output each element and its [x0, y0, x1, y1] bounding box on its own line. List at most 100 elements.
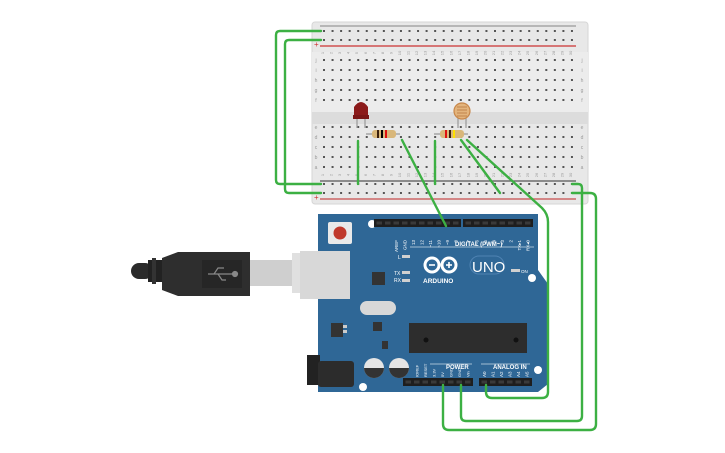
- grid-hole[interactable]: [476, 59, 479, 61]
- grid-hole[interactable]: [494, 146, 496, 148]
- grid-hole[interactable]: [562, 69, 565, 71]
- grid-hole[interactable]: [562, 136, 565, 138]
- rail-hole[interactable]: [459, 30, 462, 32]
- grid-hole[interactable]: [494, 59, 496, 61]
- grid-hole[interactable]: [468, 79, 471, 81]
- grid-hole[interactable]: [357, 69, 360, 71]
- grid-hole[interactable]: [382, 126, 385, 128]
- rail-hole[interactable]: [417, 39, 420, 41]
- rail-hole[interactable]: [502, 39, 505, 41]
- header-pin[interactable]: [498, 380, 505, 384]
- grid-hole[interactable]: [417, 136, 420, 138]
- grid-hole[interactable]: [468, 146, 471, 148]
- rail-hole[interactable]: [502, 183, 505, 185]
- rail-hole[interactable]: [536, 30, 539, 32]
- header-pin[interactable]: [499, 221, 506, 225]
- grid-hole[interactable]: [365, 166, 368, 168]
- grid-hole[interactable]: [519, 69, 522, 71]
- grid-hole[interactable]: [562, 59, 565, 61]
- grid-hole[interactable]: [391, 156, 394, 158]
- header-pin[interactable]: [507, 380, 513, 384]
- rail-hole[interactable]: [365, 183, 368, 185]
- grid-hole[interactable]: [442, 89, 445, 91]
- grid-hole[interactable]: [476, 156, 479, 158]
- grid-hole[interactable]: [365, 89, 368, 91]
- grid-hole[interactable]: [434, 59, 437, 61]
- header-pin[interactable]: [508, 221, 514, 225]
- grid-hole[interactable]: [417, 156, 420, 158]
- rail-hole[interactable]: [382, 30, 385, 32]
- rail-hole[interactable]: [399, 192, 402, 194]
- rail-hole[interactable]: [399, 39, 402, 41]
- grid-hole[interactable]: [553, 146, 556, 148]
- rail-hole[interactable]: [553, 192, 556, 194]
- grid-hole[interactable]: [340, 166, 343, 168]
- rail-hole[interactable]: [494, 30, 496, 32]
- grid-hole[interactable]: [442, 99, 445, 101]
- grid-hole[interactable]: [468, 166, 471, 168]
- grid-hole[interactable]: [528, 79, 531, 81]
- grid-hole[interactable]: [391, 79, 394, 81]
- grid-hole[interactable]: [425, 136, 428, 138]
- grid-hole[interactable]: [502, 99, 505, 101]
- grid-hole[interactable]: [511, 79, 514, 81]
- rail-hole[interactable]: [323, 192, 325, 194]
- rail-hole[interactable]: [553, 183, 556, 185]
- grid-hole[interactable]: [459, 166, 462, 168]
- rail-hole[interactable]: [408, 39, 411, 41]
- grid-hole[interactable]: [357, 136, 360, 138]
- header-pin[interactable]: [448, 380, 454, 384]
- header-pin[interactable]: [439, 380, 446, 384]
- grid-hole[interactable]: [511, 59, 514, 61]
- grid-hole[interactable]: [408, 136, 411, 138]
- grid-hole[interactable]: [468, 126, 471, 128]
- grid-hole[interactable]: [519, 156, 522, 158]
- grid-hole[interactable]: [545, 156, 548, 158]
- grid-hole[interactable]: [468, 59, 471, 61]
- grid-hole[interactable]: [434, 79, 437, 81]
- grid-hole[interactable]: [553, 156, 556, 158]
- rail-hole[interactable]: [485, 183, 488, 185]
- rail-hole[interactable]: [408, 192, 411, 194]
- grid-hole[interactable]: [323, 146, 325, 148]
- grid-hole[interactable]: [562, 126, 565, 128]
- rail-hole[interactable]: [365, 30, 368, 32]
- grid-hole[interactable]: [399, 59, 402, 61]
- rail-hole[interactable]: [348, 39, 351, 41]
- grid-hole[interactable]: [485, 126, 488, 128]
- grid-hole[interactable]: [417, 89, 420, 91]
- grid-hole[interactable]: [340, 99, 343, 101]
- rail-hole[interactable]: [536, 192, 539, 194]
- grid-hole[interactable]: [485, 146, 488, 148]
- grid-hole[interactable]: [528, 126, 531, 128]
- header-pin[interactable]: [453, 221, 459, 225]
- grid-hole[interactable]: [545, 126, 548, 128]
- rail-hole[interactable]: [494, 39, 496, 41]
- grid-hole[interactable]: [425, 99, 428, 101]
- grid-hole[interactable]: [545, 136, 548, 138]
- header-pin[interactable]: [456, 380, 463, 384]
- rail-hole[interactable]: [340, 183, 343, 185]
- grid-hole[interactable]: [476, 126, 479, 128]
- rail-hole[interactable]: [331, 183, 334, 185]
- header-pin[interactable]: [490, 380, 496, 384]
- rail-hole[interactable]: [340, 30, 343, 32]
- grid-hole[interactable]: [528, 166, 531, 168]
- grid-hole[interactable]: [494, 99, 496, 101]
- rail-hole[interactable]: [417, 30, 420, 32]
- grid-hole[interactable]: [502, 166, 505, 168]
- rail-hole[interactable]: [494, 192, 496, 194]
- rail-hole[interactable]: [442, 183, 445, 185]
- photoresistor[interactable]: [453, 102, 471, 128]
- grid-hole[interactable]: [562, 156, 565, 158]
- grid-hole[interactable]: [425, 146, 428, 148]
- grid-hole[interactable]: [382, 59, 385, 61]
- grid-hole[interactable]: [468, 99, 471, 101]
- rail-hole[interactable]: [451, 192, 454, 194]
- grid-hole[interactable]: [468, 156, 471, 158]
- grid-hole[interactable]: [348, 126, 351, 128]
- rail-hole[interactable]: [391, 30, 394, 32]
- grid-hole[interactable]: [511, 166, 514, 168]
- analog-header[interactable]: [479, 378, 532, 386]
- wire-rail-plus[interactable]: [283, 38, 323, 195]
